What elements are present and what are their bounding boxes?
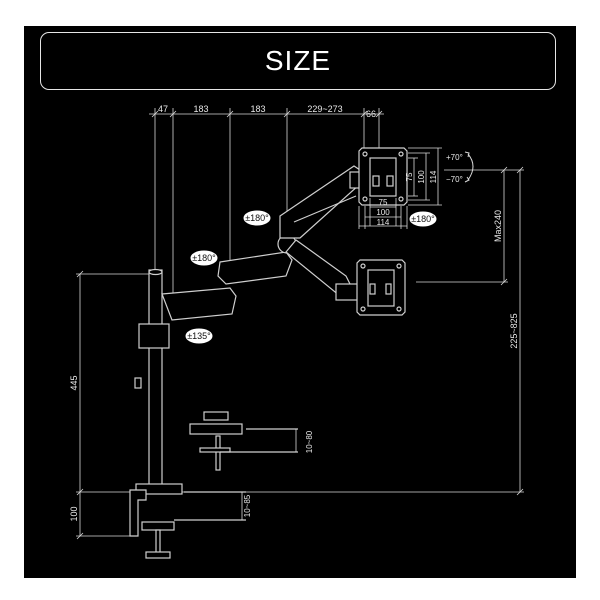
vesa-plate-bottom <box>356 259 406 316</box>
dim-max-240: Max240 <box>493 210 503 242</box>
svg-text:±180°: ±180° <box>192 253 216 263</box>
dim-clamp-10-85: 10~85 <box>243 494 252 517</box>
svg-text:±180°: ±180° <box>245 213 269 223</box>
dim-plate-height-75: 75 <box>405 172 414 181</box>
dim-top-47: 47 <box>158 104 168 114</box>
rotation-badge-joint-1: ±180° <box>243 210 271 226</box>
dim-top-183-a: 183 <box>193 104 208 114</box>
rotation-badge-joint-3: ±135° <box>185 328 213 344</box>
desk-clamp <box>129 483 246 559</box>
dim-plate-height-114: 114 <box>429 170 438 183</box>
dim-plate-width-75: 75 <box>379 198 388 207</box>
tilt-up-label: +70° <box>446 153 463 162</box>
dim-base-100: 100 <box>69 506 79 521</box>
dim-plate-width-100: 100 <box>376 208 390 217</box>
dim-plate-width-114: 114 <box>377 218 390 227</box>
grommet-mount <box>189 411 298 471</box>
svg-text:±135°: ±135° <box>187 331 211 341</box>
dim-top-183-b: 183 <box>250 104 265 114</box>
diagram-board: SIZE 47 183 183 229~273 66 <box>24 26 576 578</box>
dim-grommet-10-80: 10~80 <box>305 430 314 453</box>
rotation-badge-plate: ±180° <box>409 211 437 227</box>
tilt-arc-icon <box>467 153 474 181</box>
dim-top-229-273: 229~273 <box>307 104 342 114</box>
dim-height-range: 225~825 <box>509 313 519 348</box>
dim-top-66: 66 <box>366 109 376 119</box>
arm-segments <box>161 165 370 321</box>
monitor-arm-diagram: 47 183 183 229~273 66 <box>69 104 524 559</box>
pole <box>148 269 163 491</box>
pole-collar <box>138 323 170 349</box>
rotation-badge-joint-2: ±180° <box>190 250 218 266</box>
dim-plate-height-100: 100 <box>417 170 426 184</box>
svg-text:±180°: ±180° <box>411 214 435 224</box>
vesa-plate-top <box>358 147 408 206</box>
dim-pole-445: 445 <box>69 375 79 390</box>
title-banner: SIZE <box>40 32 556 90</box>
title-text: SIZE <box>264 45 332 76</box>
tilt-down-label: −70° <box>446 175 463 184</box>
